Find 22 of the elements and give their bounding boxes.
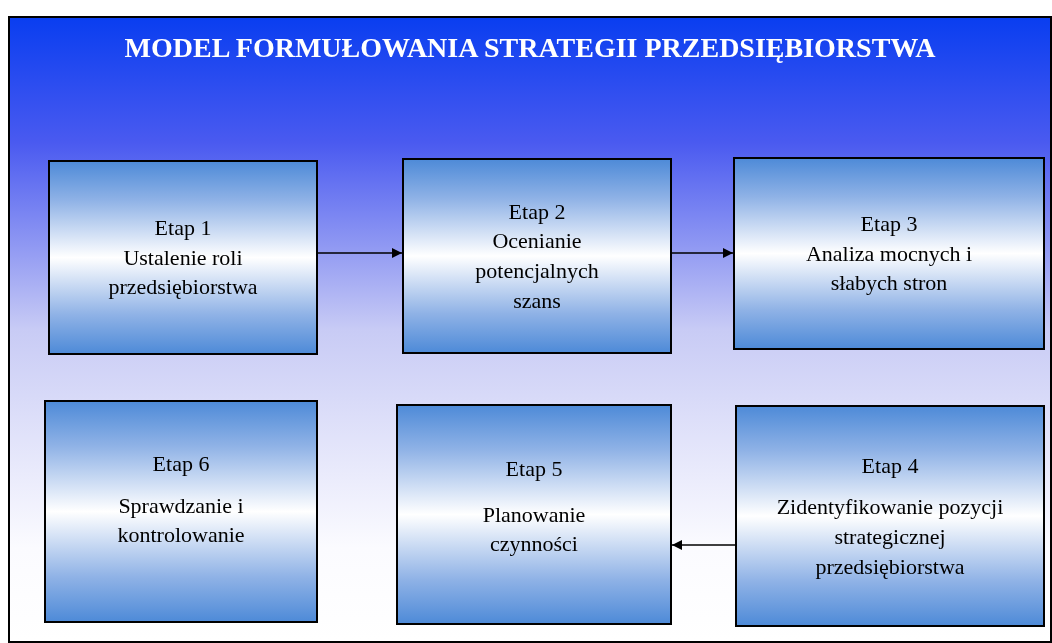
stage-description: Analiza mocnych i słabych stron	[804, 239, 974, 298]
stage-description: Planowanie czynności	[481, 500, 587, 559]
stage-box	[396, 404, 672, 625]
stage-number: Etap 2	[508, 197, 566, 226]
arrow	[671, 248, 734, 258]
arrow	[671, 540, 736, 550]
stage-description: Ustalenie roli przedsiębiorstwa	[107, 243, 259, 302]
stage-box	[402, 158, 672, 354]
stage-description: Sprawdzanie i kontrolowanie	[116, 491, 246, 550]
stage-box	[733, 157, 1045, 350]
stage-box	[735, 405, 1045, 627]
stage-number: Etap 6	[152, 449, 210, 478]
stage-description: Zidentyfikowanie pozycji strategicznej przedsiębiorstwa	[775, 493, 1005, 581]
stage-description: Ocenianie potencjalnych szans	[474, 227, 600, 315]
stage-box	[44, 400, 318, 623]
arrow	[317, 248, 403, 258]
stage-box	[48, 160, 318, 355]
stage-number: Etap 1	[154, 213, 212, 242]
stage-number: Etap 3	[860, 209, 918, 238]
diagram-title: MODEL FORMUŁOWANIA STRATEGII PRZEDSIĘBIORSTWA	[123, 31, 937, 65]
stage-number: Etap 4	[861, 451, 919, 480]
stage-number: Etap 5	[505, 454, 563, 483]
